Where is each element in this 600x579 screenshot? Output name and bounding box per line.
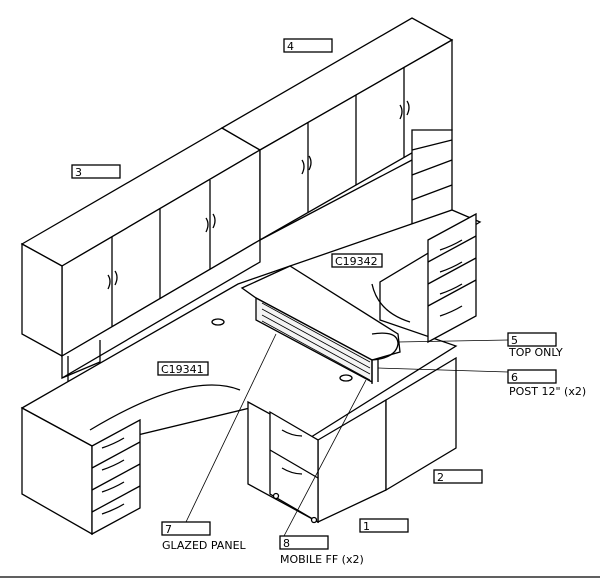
leader-lines bbox=[185, 333, 509, 537]
callout-6: 6 POST 12" (x2) bbox=[507, 369, 586, 398]
callout-7: 7 GLAZED PANEL bbox=[161, 521, 247, 552]
callout-5-label: TOP ONLY bbox=[508, 346, 563, 359]
leader-5 bbox=[397, 339, 509, 343]
callout-4-number: 4 bbox=[287, 40, 294, 53]
callout-2-number: 2 bbox=[437, 471, 444, 484]
callout-2: 2 bbox=[433, 469, 483, 484]
code-left-desk-text: C19341 bbox=[161, 363, 204, 376]
callout-5: 5 TOP ONLY bbox=[507, 332, 563, 359]
callout-8-number: 8 bbox=[283, 537, 290, 550]
leader-6 bbox=[377, 367, 509, 373]
right-pedestal bbox=[427, 212, 477, 344]
callout-7-label: GLAZED PANEL bbox=[162, 539, 247, 552]
callout-3-number: 3 bbox=[75, 166, 82, 179]
callout-5-number: 5 bbox=[511, 334, 518, 347]
callout-7-number: 7 bbox=[165, 523, 172, 536]
callout-1-number: 1 bbox=[363, 520, 370, 533]
glazed-panel-bridge bbox=[240, 265, 401, 384]
callout-6-number: 6 bbox=[511, 371, 518, 384]
code-right-desk-text: C19342 bbox=[335, 255, 378, 268]
callout-8: 8 MOBILE FF (x2) bbox=[279, 535, 364, 566]
callout-6-label: POST 12" (x2) bbox=[509, 385, 586, 398]
left-pedestal bbox=[21, 406, 141, 536]
code-right-desk: C19342 bbox=[331, 253, 383, 268]
code-left-desk: C19341 bbox=[157, 361, 209, 376]
callout-8-label: MOBILE FF (x2) bbox=[280, 553, 364, 566]
callout-3: 3 bbox=[71, 164, 121, 179]
leader-7 bbox=[185, 333, 277, 523]
leader-8 bbox=[283, 379, 367, 537]
hutch-right bbox=[220, 17, 454, 242]
hutch-left bbox=[20, 127, 262, 410]
callout-1: 1 bbox=[359, 518, 409, 533]
callout-4: 4 bbox=[283, 38, 333, 53]
desk-surface bbox=[20, 209, 482, 447]
